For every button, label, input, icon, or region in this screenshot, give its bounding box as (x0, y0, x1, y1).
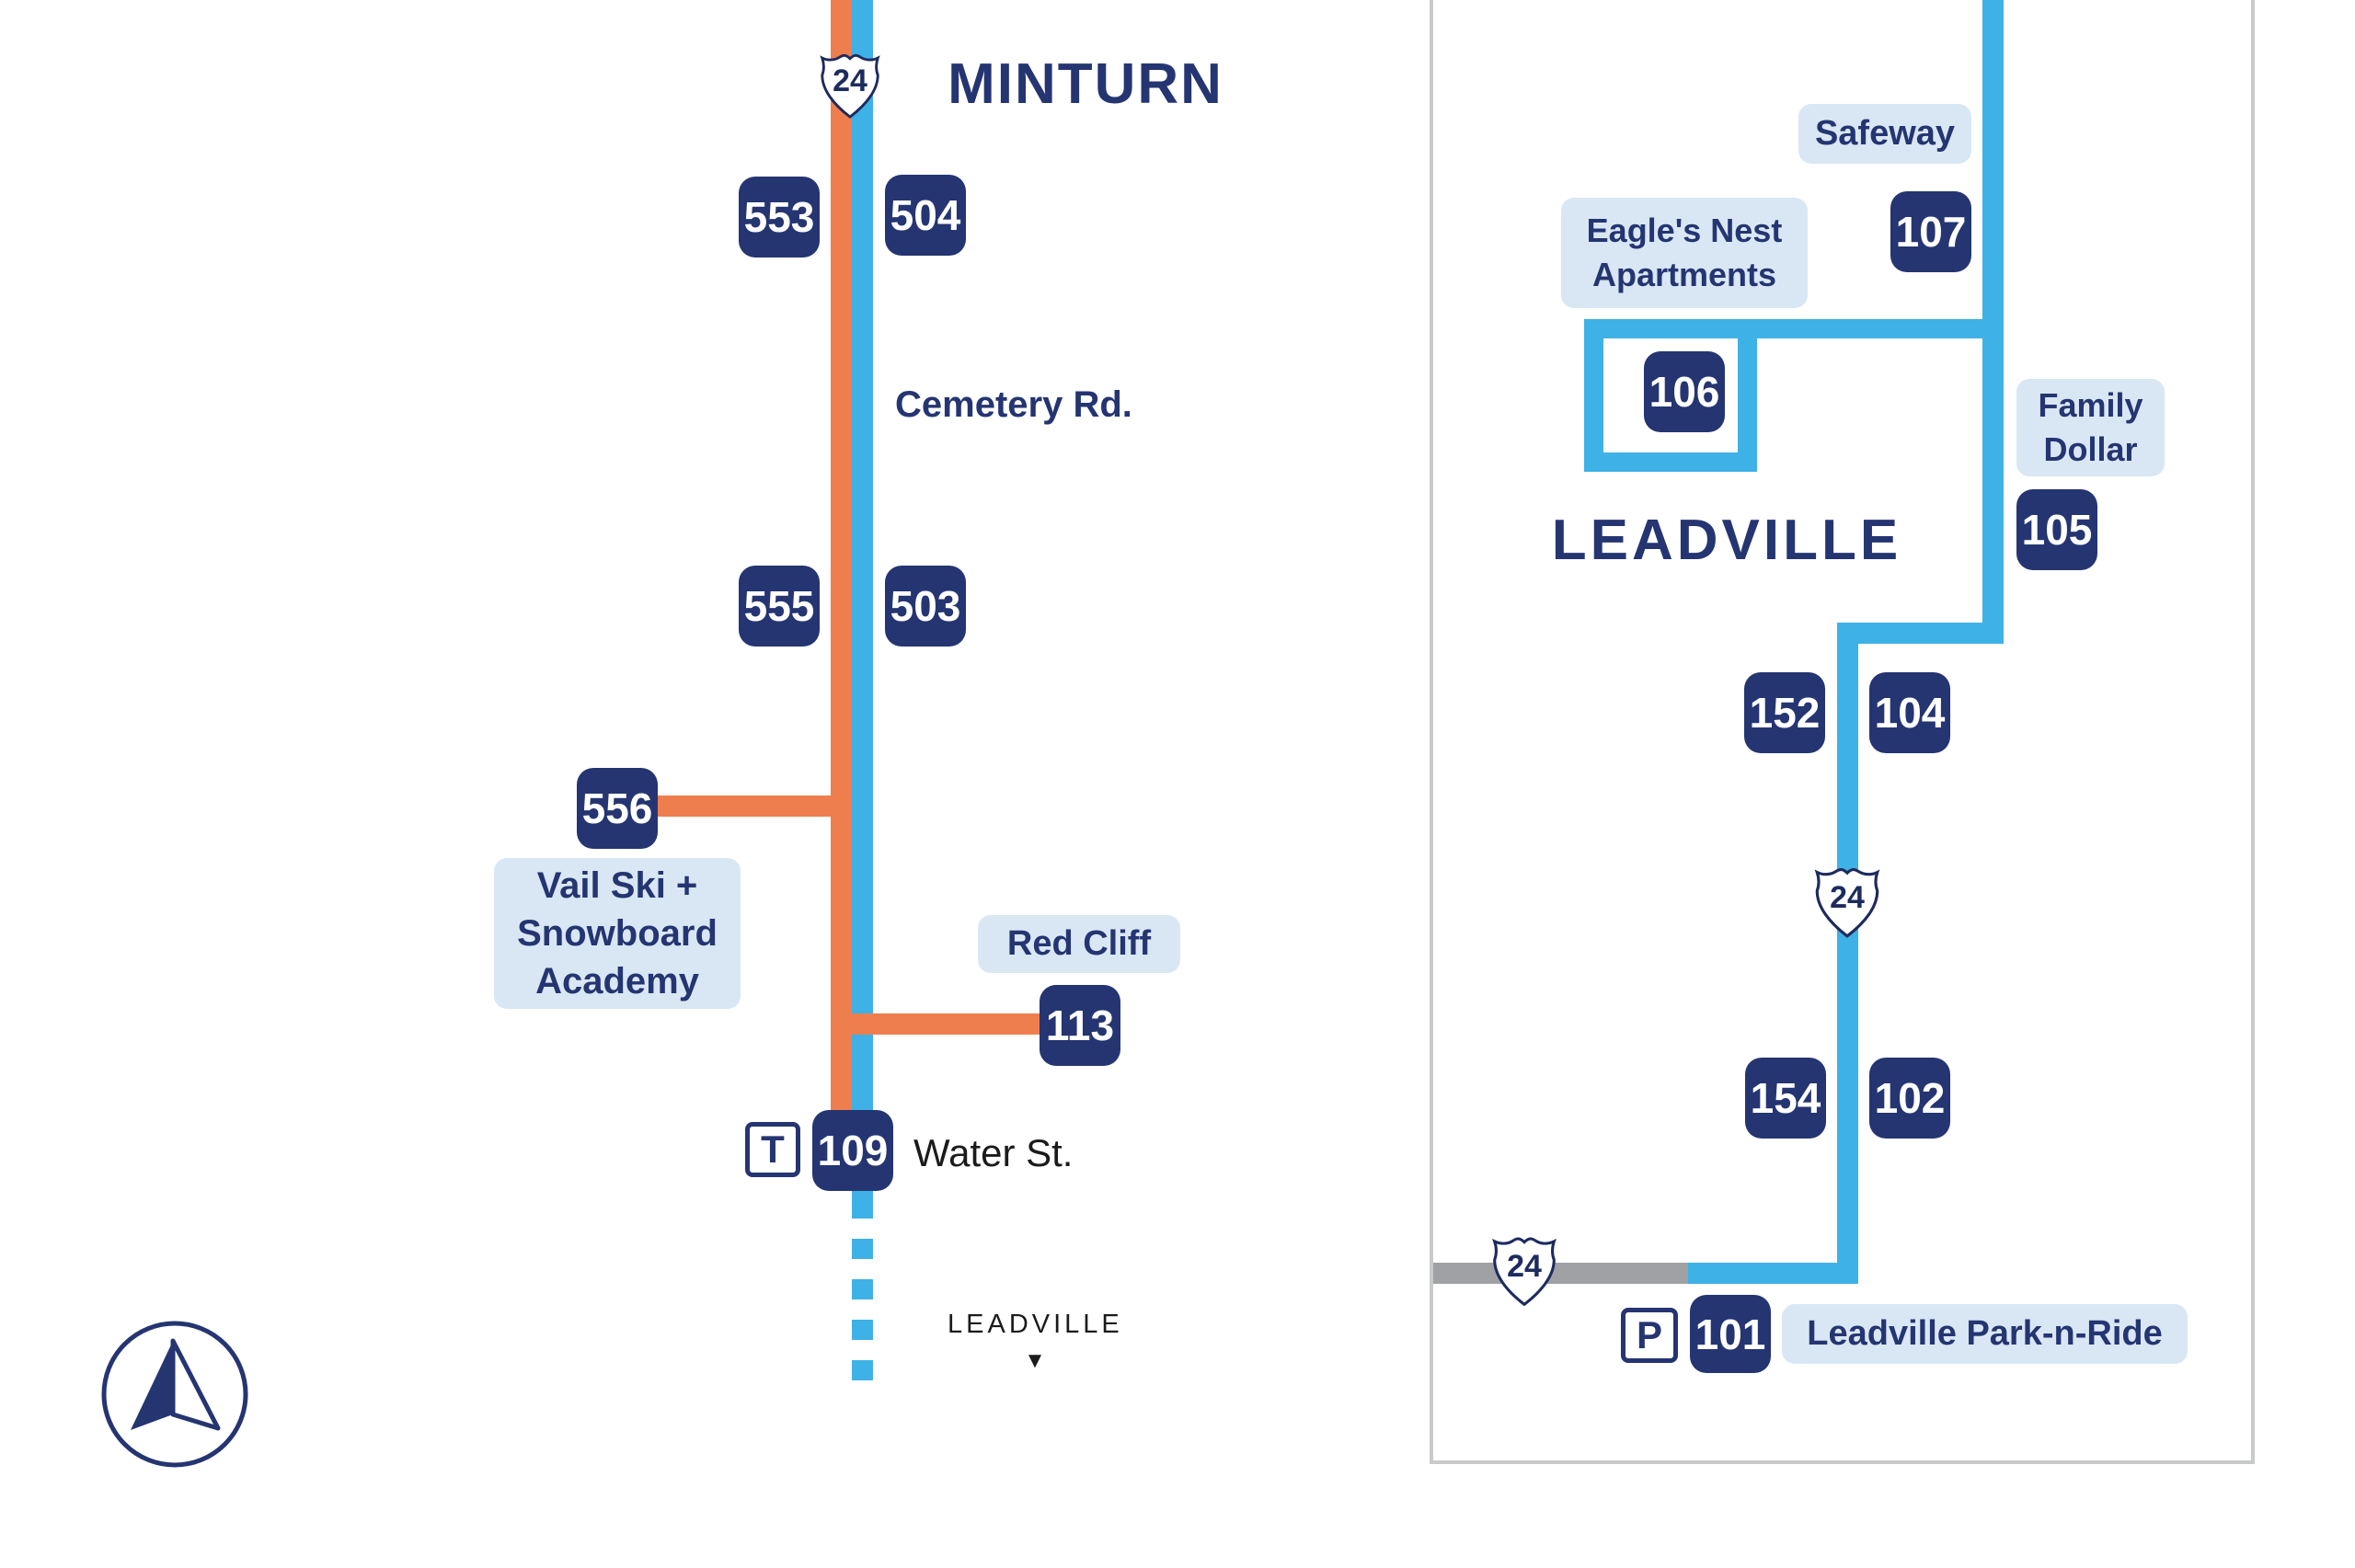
stop-badge-553: 553 (739, 177, 820, 258)
stop-badge-107: 107 (1890, 191, 1971, 272)
parking-letter: P (1636, 1313, 1662, 1356)
eagles-nest-line2: Apartments (1591, 256, 1777, 293)
leadville-blue-jog-horizontal (1837, 623, 2004, 644)
branch-line-556 (658, 795, 852, 817)
shield-number: 24 (1507, 1249, 1542, 1285)
stop-badge-102: 102 (1869, 1058, 1950, 1139)
cemetery-rd-label: Cemetery Rd. (895, 384, 1132, 425)
vail-ski-snowboard-academy-label: Vail Ski + Snowboard Academy (494, 858, 741, 1009)
stop-badge-113: 113 (1040, 985, 1120, 1066)
blue-route-dash-3 (852, 1320, 873, 1340)
stop-badge-154: 154 (1745, 1058, 1826, 1139)
leadville-blue-line-bottom (1688, 1263, 1858, 1284)
leadville-title: LEADVILLE (1551, 509, 1902, 572)
red-cliff-text: Red Cliff (1006, 924, 1152, 963)
safeway-label: Safeway (1798, 104, 1971, 164)
transit-center-icon: T (745, 1122, 800, 1177)
highway-shield-icon (820, 53, 880, 119)
leadville-blue-line-upper (1982, 0, 2004, 644)
leadville-blue-line-lower (1837, 623, 1858, 1284)
loop-106-bottom-side (1584, 452, 1757, 472)
blue-route-line (852, 0, 873, 1219)
eagles-nest-apartments-label: Eagle's Nest Apartments (1561, 198, 1808, 308)
blue-route-dash-4 (852, 1360, 873, 1380)
stop-badge-504: 504 (885, 175, 966, 256)
leadville-inset-panel (1430, 0, 2255, 1464)
family-dollar-label: Family Dollar (2016, 379, 2165, 476)
vail-label-line2: Snowboard (517, 913, 718, 954)
us-24-shield-bottom: 24 (1488, 1235, 1560, 1309)
loop-106-right-side (1738, 319, 1757, 472)
branch-line-113 (841, 1013, 1040, 1035)
destination-arrow-icon: ▼ (1024, 1348, 1046, 1373)
blue-route-dash-1 (852, 1239, 873, 1259)
stop-badge-555: 555 (739, 566, 820, 647)
safeway-text: Safeway (1814, 114, 1956, 153)
stop-badge-109: 109 (812, 1110, 893, 1191)
shield-number: 24 (1830, 880, 1865, 916)
stop-badge-105: 105 (2016, 489, 2097, 570)
stop-badge-101: 101 (1690, 1295, 1771, 1373)
park-n-ride-text: Leadville Park-n-Ride (1807, 1314, 2163, 1353)
parking-icon: P (1621, 1308, 1678, 1363)
blue-route-dash-2 (852, 1279, 873, 1299)
orange-route-line (831, 0, 852, 1159)
vail-label-line1: Vail Ski + (536, 865, 698, 906)
stop-badge-104: 104 (1869, 672, 1950, 753)
stop-badge-106: 106 (1644, 351, 1725, 432)
highway-shield-icon (1492, 1237, 1557, 1307)
transit-center-letter: T (761, 1127, 785, 1171)
minturn-title: MINTURN (948, 52, 1223, 116)
highway-shield-icon (1814, 867, 1880, 938)
loop-106-top-branch (1584, 319, 1982, 338)
family-dollar-line1: Family (2038, 386, 2143, 424)
us-24-shield-minturn: 24 (817, 50, 883, 123)
stop-badge-556: 556 (577, 768, 658, 849)
stop-badge-152: 152 (1744, 672, 1825, 753)
leadville-destination-label: LEADVILLE (948, 1310, 1123, 1339)
red-cliff-label: Red Cliff (978, 915, 1180, 973)
leadville-park-n-ride-label: Leadville Park-n-Ride (1782, 1304, 2188, 1364)
loop-106-left-side (1584, 319, 1603, 472)
us-24-shield-leadville: 24 (1811, 865, 1883, 941)
compass-north-icon (101, 1321, 248, 1468)
family-dollar-line2: Dollar (2043, 430, 2138, 468)
water-st-label: Water St. (913, 1131, 1074, 1174)
shield-number: 24 (833, 63, 867, 99)
highway-24-gray-road (1433, 1263, 1688, 1284)
vail-label-line3: Academy (535, 961, 699, 1001)
eagles-nest-line1: Eagle's Nest (1586, 212, 1783, 249)
stop-badge-503: 503 (885, 566, 966, 647)
